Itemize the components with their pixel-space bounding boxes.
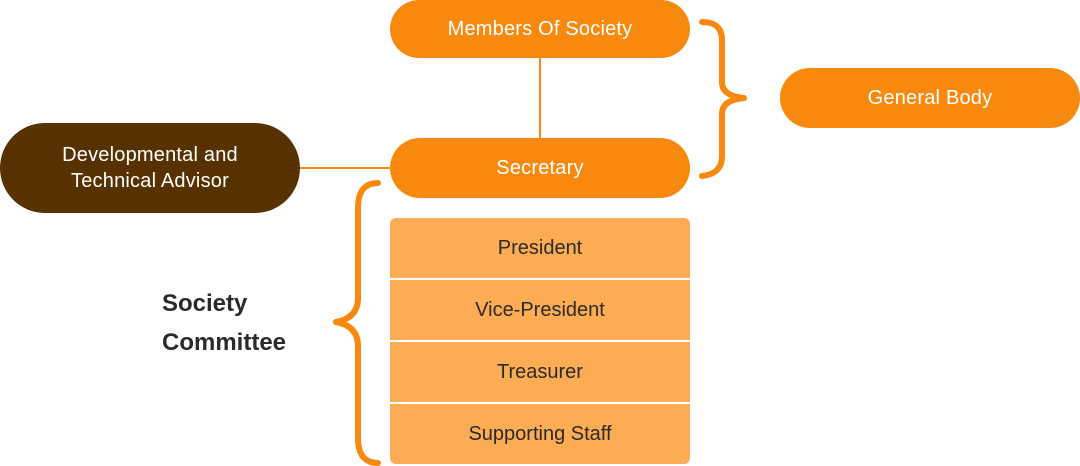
secretary-node: Secretary xyxy=(390,138,690,198)
connector-members-secretary xyxy=(539,58,541,138)
advisor-label: Developmental and Technical Advisor xyxy=(62,144,238,192)
role-vice-president: Vice-President xyxy=(390,280,690,342)
general-body-label: General Body xyxy=(867,87,993,109)
society-committee-brace xyxy=(333,180,381,466)
connector-advisor-secretary xyxy=(300,167,390,169)
committee-label-line-2: Committee xyxy=(162,329,287,356)
role-president: President xyxy=(390,218,690,280)
committee-roles-box: President Vice-President Treasurer Suppo… xyxy=(390,218,690,464)
society-committee-label: Society Committee xyxy=(162,284,332,362)
general-body-brace xyxy=(699,19,747,179)
general-body-node: General Body xyxy=(780,68,1080,128)
committee-label-line-1: Society xyxy=(162,290,248,317)
members-of-society-label: Members Of Society xyxy=(447,18,633,40)
advisor-node: Developmental and Technical Advisor xyxy=(0,123,300,213)
role-treasurer: Treasurer xyxy=(390,342,690,404)
secretary-label: Secretary xyxy=(496,157,584,179)
members-of-society-node: Members Of Society xyxy=(390,0,690,58)
role-supporting-staff: Supporting Staff xyxy=(468,422,612,445)
